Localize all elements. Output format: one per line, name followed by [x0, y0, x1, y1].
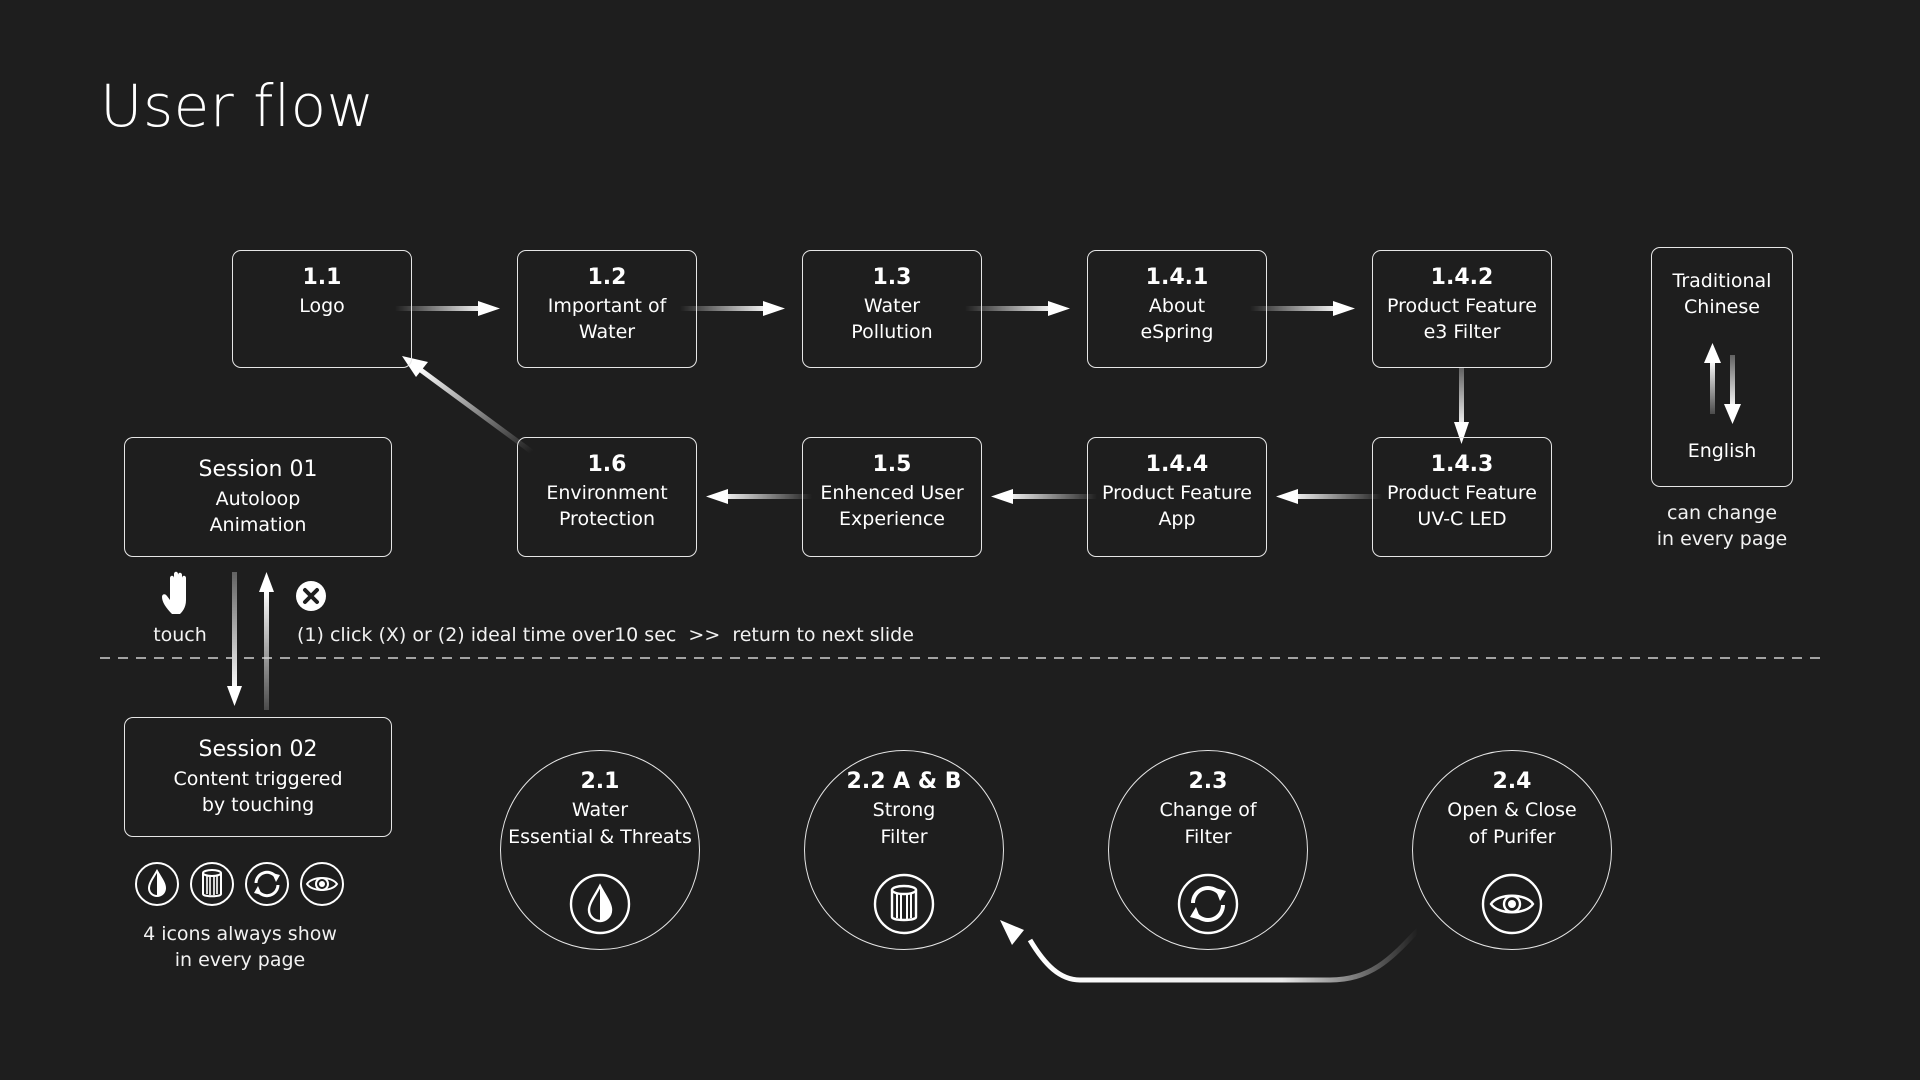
circle-line2: Filter [880, 826, 928, 848]
node-number: 1.4.2 [1430, 265, 1494, 290]
language-traditional-chinese: Traditional [1672, 270, 1772, 292]
node-number: 1.4.3 [1430, 452, 1494, 477]
circle-line1: Open & Close [1447, 799, 1577, 821]
language-english: English [1687, 440, 1757, 462]
arrow-session01-to-session02 [227, 572, 242, 706]
node-number: 1.2 [587, 265, 627, 290]
flow-node-1-6: 1.6 Environment Protection [517, 437, 697, 557]
return-note: (1) click (X) or (2) ideal time over10 s… [297, 624, 914, 646]
arrow-1-6-to-1-1 [402, 356, 534, 455]
language-note-line2: in every page [1656, 528, 1788, 550]
close-icon[interactable] [295, 580, 327, 612]
icons-note-line2: in every page [174, 949, 306, 971]
flow-node-1-2: 1.2 Important of Water [517, 250, 697, 368]
node-number: 1.1 [302, 265, 342, 290]
arrow-1-5-to-1-6 [706, 489, 812, 504]
flow-node-1-3: 1.3 Water Pollution [802, 250, 982, 368]
circle-line1: Change of [1159, 799, 1257, 821]
node-label: Product Feature App [1102, 482, 1252, 530]
touch-label: touch [153, 624, 207, 646]
node-label: About eSpring [1140, 295, 1214, 343]
circle-line2: Filter [1184, 826, 1232, 848]
flow-node-1-5: 1.5 Enhenced User Experience [802, 437, 982, 557]
circle-line2: Essential & Threats [508, 826, 692, 848]
node-label: Important of Water [547, 295, 667, 343]
node-label: Product Feature e3 Filter [1387, 295, 1537, 343]
refresh-icon[interactable] [244, 861, 290, 907]
flow-node-1-4-1: 1.4.1 About eSpring [1087, 250, 1267, 368]
flow-node-1-4-4: 1.4.4 Product Feature App [1087, 437, 1267, 557]
node-label: Water Pollution [851, 295, 933, 343]
filter-icon [873, 873, 935, 935]
circle-number: 2.3 [1188, 769, 1228, 794]
node-label: Enhenced User Experience [820, 482, 964, 530]
node-label: Logo [299, 295, 345, 317]
eye-icon[interactable] [299, 861, 345, 907]
language-note: can change in every page [1622, 500, 1822, 552]
node-label: Product Feature UV-C LED [1387, 482, 1537, 530]
flow-node-1-4-3: 1.4.3 Product Feature UV-C LED [1372, 437, 1552, 557]
node-number: 1.5 [872, 452, 912, 477]
session-01-box: Session 01 Autoloop Animation [124, 437, 392, 557]
eye-icon [1481, 873, 1543, 935]
language-switch-box[interactable]: Traditional Chinese English [1651, 247, 1793, 487]
session-02-box: Session 02 Content triggered by touching [124, 717, 392, 837]
feature-circle-2-1[interactable]: 2.1 Water Essential & Threats [500, 750, 700, 950]
node-number: 1.4.4 [1145, 452, 1209, 477]
feature-circle-2-3[interactable]: 2.3 Change of Filter [1108, 750, 1308, 950]
session-name: Session 02 [198, 737, 318, 762]
refresh-icon [1177, 873, 1239, 935]
filter-icon[interactable] [189, 861, 235, 907]
circle-line1: Strong [872, 799, 936, 821]
circle-number: 2.4 [1492, 769, 1532, 794]
feature-circle-2-2[interactable]: 2.2 A & B Strong Filter [804, 750, 1004, 950]
arrow-1-4-3-to-1-4-4 [1276, 489, 1382, 504]
session-line2: Animation [209, 514, 307, 536]
icons-note-line1: 4 icons always show [143, 923, 337, 945]
node-number: 1.4.1 [1145, 265, 1209, 290]
feature-circle-2-4[interactable]: 2.4 Open & Close of Purifer [1412, 750, 1612, 950]
icons-note: 4 icons always show in every page [120, 921, 360, 973]
flow-node-1-1: 1.1 Logo [232, 250, 412, 368]
node-number: 1.3 [872, 265, 912, 290]
flow-node-1-4-2: 1.4.2 Product Feature e3 Filter [1372, 250, 1552, 368]
session-line1: Content triggered [173, 768, 343, 790]
language-chinese: Chinese [1684, 296, 1760, 318]
circle-line2: of Purifer [1468, 826, 1556, 848]
arrow-1-4-4-to-1-5 [991, 489, 1097, 504]
node-label: Environment Protection [546, 482, 668, 530]
session-name: Session 01 [198, 457, 318, 482]
node-number: 1.6 [587, 452, 627, 477]
circle-line1: Water [571, 799, 629, 821]
session-line1: Autoloop [215, 488, 301, 510]
arrow-1-4-2-to-1-4-3 [1454, 368, 1469, 444]
water-drop-icon[interactable] [134, 861, 180, 907]
hand-touch-icon [162, 571, 186, 614]
circle-number: 2.2 A & B [846, 769, 962, 794]
circle-number: 2.1 [580, 769, 620, 794]
language-note-line1: can change [1666, 502, 1778, 524]
arrow-session02-to-session01 [259, 572, 274, 710]
page-title: User flow [100, 72, 375, 140]
session-line2: by touching [201, 794, 315, 816]
water-drop-icon [569, 873, 631, 935]
